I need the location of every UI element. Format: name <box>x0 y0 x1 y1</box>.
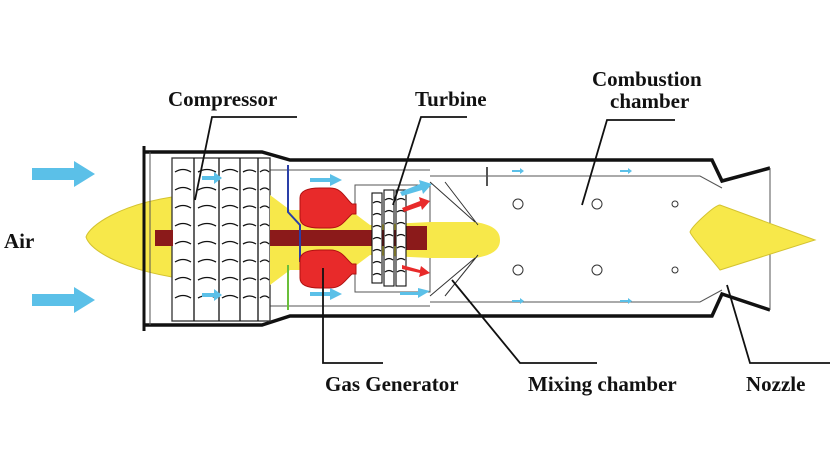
air-arrow-bottom <box>32 287 95 313</box>
hot-gas-arrow-bottom <box>402 265 430 277</box>
label-gas-generator: Gas Generator <box>325 372 459 396</box>
hot-gas-arrow-top <box>402 197 430 212</box>
label-combustion-chamber-line1: Combustion <box>592 67 702 91</box>
nozzle-plug <box>689 204 817 271</box>
bypass-arrow-bottom-1 <box>310 288 342 300</box>
label-combustion-chamber-line2: chamber <box>610 89 689 113</box>
label-nozzle: Nozzle <box>746 372 805 396</box>
label-compressor: Compressor <box>168 87 277 111</box>
label-turbine: Turbine <box>415 87 487 111</box>
bypass-arrow-bottom-2 <box>400 288 430 298</box>
mixer-cone <box>429 181 479 297</box>
shaft-rear-stub <box>405 226 427 250</box>
bypass-arrow-top-2 <box>400 180 432 196</box>
compressor-flow-arrow-bottom <box>202 289 222 301</box>
label-air: Air <box>4 229 34 253</box>
cooling-flow-arrows <box>512 168 632 304</box>
bypass-arrow-top-1 <box>310 174 342 186</box>
combustion-chamber-holes <box>512 198 679 276</box>
leader-lines <box>194 116 830 364</box>
air-arrow-top <box>32 161 95 187</box>
air-inlet-arrows <box>32 161 95 313</box>
gas-generator-combustors <box>299 187 357 289</box>
fuel-line-blue <box>287 165 301 262</box>
turbine-blades <box>371 189 407 287</box>
compressor-flow-arrow-top <box>202 172 222 184</box>
shaft-front-stub <box>155 230 173 246</box>
label-mixing-chamber: Mixing chamber <box>528 372 677 396</box>
compressor-blades <box>171 157 271 322</box>
